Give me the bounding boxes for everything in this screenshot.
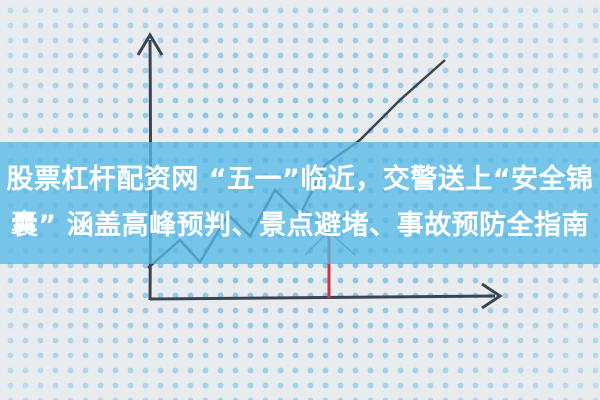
headline-banner: 股票杠杆配资网 “五一”临近，交警送上“安全锦 囊” 涵盖高峰预判、景点避堵、事… <box>0 142 600 264</box>
headline-line-1: 股票杠杆配资网 “五一”临近，交警送上“安全锦 <box>6 164 594 195</box>
x-axis-arrow <box>481 282 503 310</box>
x-axis <box>149 294 496 301</box>
y-axis-arrow <box>136 32 164 56</box>
headline-line-2: 囊” 涵盖高峰预判、景点避堵、事故预防全指南 <box>10 210 590 241</box>
